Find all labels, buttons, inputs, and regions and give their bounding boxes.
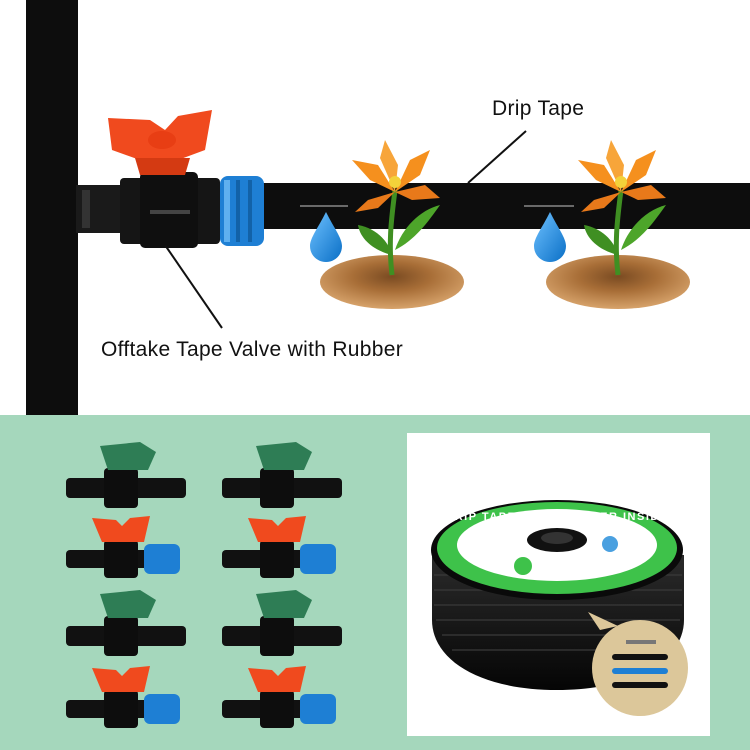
- valve-icon: [222, 442, 342, 508]
- drip-tape-leader: [467, 130, 527, 184]
- plant-1: [320, 140, 464, 309]
- water-drop-icon: [534, 212, 566, 262]
- valve-label: Offtake Tape Valve with Rubber: [101, 338, 404, 361]
- reel-band-text: DRIP TAPE WITH EMITTER INSIDE: [445, 511, 668, 523]
- valve-icon: [222, 516, 336, 578]
- tape-closeup: [588, 612, 688, 716]
- valve-leader: [164, 244, 223, 329]
- valve-icon: [66, 666, 180, 728]
- flower-icon: [578, 140, 666, 212]
- soil-mound: [546, 255, 690, 309]
- valve-icon: [66, 442, 186, 508]
- main-pipe: [26, 0, 78, 415]
- valve-icon: [222, 590, 342, 656]
- leaf: [584, 225, 618, 255]
- valve-icon: [76, 110, 264, 248]
- soil-mound: [320, 255, 464, 309]
- flower-icon: [352, 140, 440, 212]
- plant-2: [546, 140, 690, 309]
- leaf: [395, 205, 440, 250]
- drip-tape-label: Drip Tape: [492, 97, 585, 120]
- valve-icon: [222, 666, 336, 728]
- valve-grid: [66, 442, 342, 728]
- water-drop-icon: [310, 212, 342, 262]
- valve-icon: [66, 516, 180, 578]
- valve-icon: [66, 590, 186, 656]
- leaf: [621, 205, 666, 250]
- leaf: [358, 225, 392, 255]
- reel-icon: [431, 500, 684, 690]
